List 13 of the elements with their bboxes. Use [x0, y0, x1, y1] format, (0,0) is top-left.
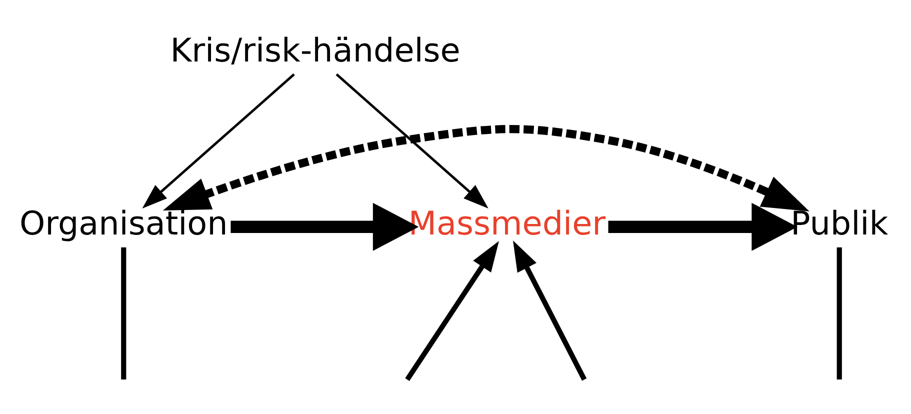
arrow [608, 202, 798, 250]
arrow [336, 72, 488, 208]
node-text: Organisation [19, 204, 228, 242]
node-text: Massmedier [408, 204, 606, 242]
connector [836, 246, 842, 380]
arrow [142, 72, 295, 208]
node-text: Kris/risk-händelse [170, 30, 460, 69]
arrow [512, 240, 587, 380]
node-text: Publik [790, 204, 888, 242]
connector [121, 246, 126, 380]
arrow [162, 124, 810, 211]
arrow [405, 240, 499, 380]
arrow [230, 202, 419, 250]
